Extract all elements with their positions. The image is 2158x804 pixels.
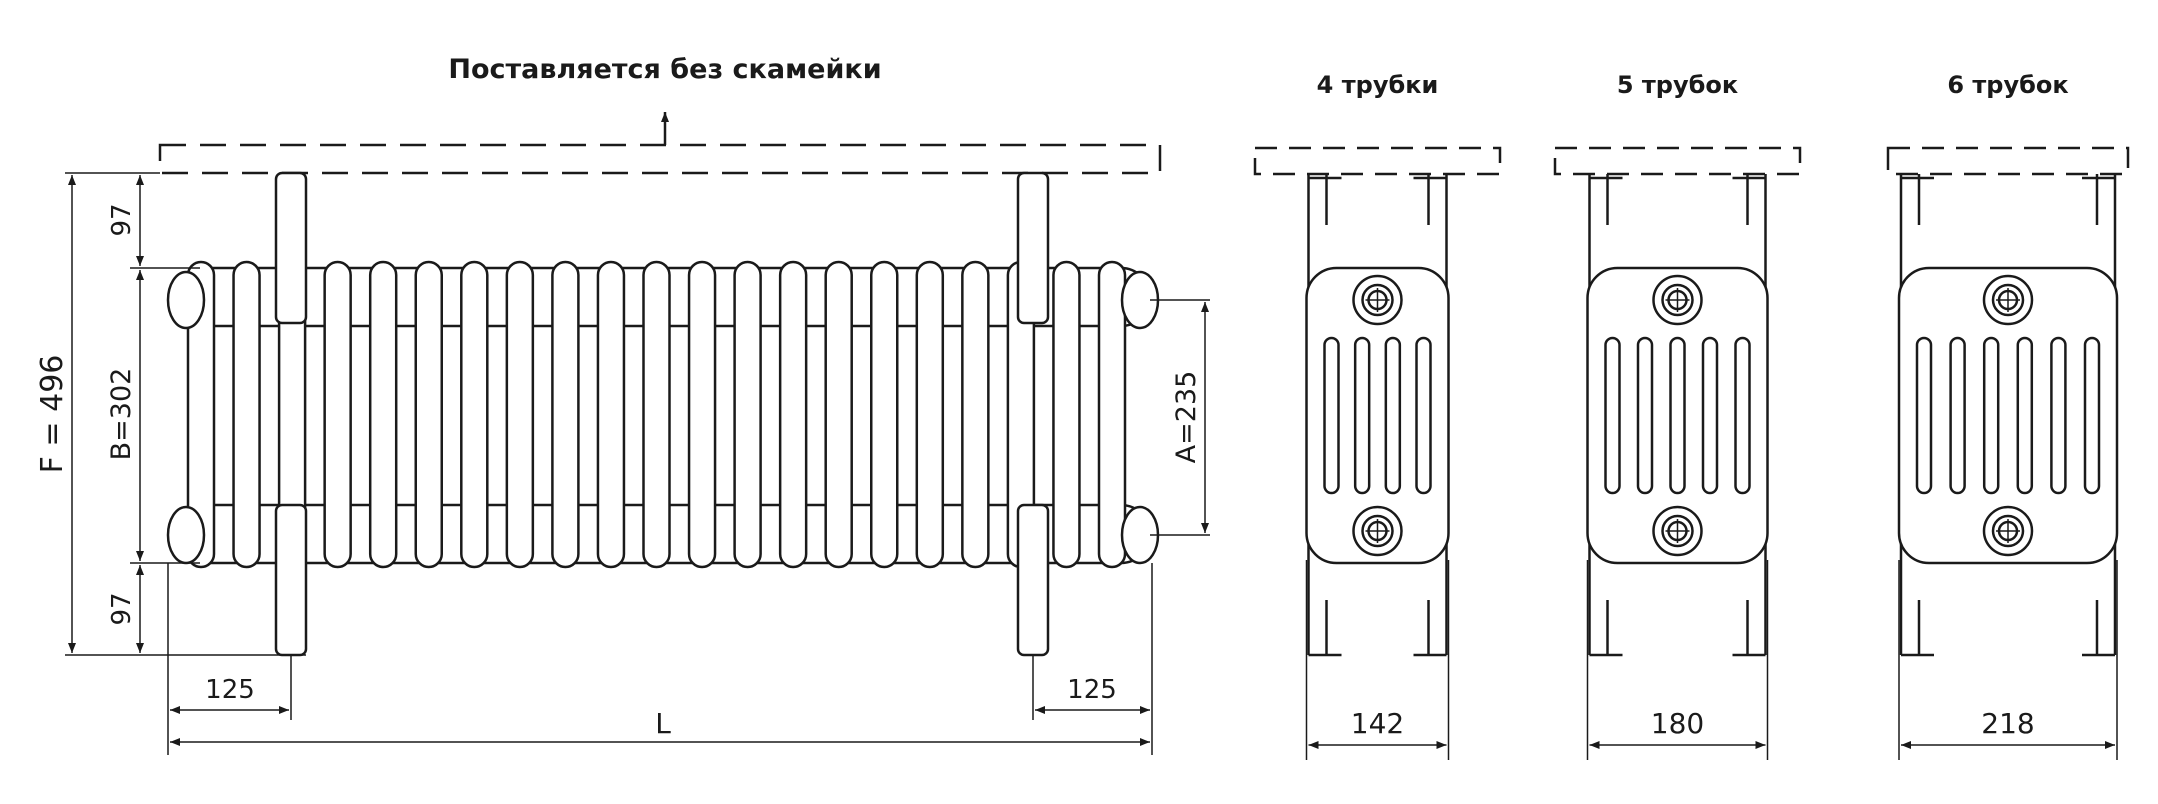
radiator-section [642, 260, 671, 569]
tube-slot [1604, 336, 1621, 495]
dim-A-label: A=235 [1171, 371, 1202, 464]
left-leg-lower [274, 503, 308, 657]
left-bottom-cap [166, 505, 206, 565]
radiator-section [1097, 260, 1127, 569]
tube-slot [1353, 336, 1371, 495]
radiator-body [1586, 266, 1769, 565]
side-view-5: 5 трубок 180 [1553, 71, 1802, 760]
radiator-section [505, 260, 535, 569]
radiator-section [368, 260, 398, 569]
radiator-section [232, 260, 261, 569]
tube-slot [2016, 336, 2034, 495]
tube-slot [1949, 336, 1966, 495]
radiator-section [1052, 260, 1081, 569]
radiator-section [460, 260, 489, 569]
radiator-section [961, 260, 990, 569]
side-view-4: 4 трубки 142 [1253, 71, 1502, 760]
bench-outline [158, 143, 1162, 175]
side-views: 4 трубки 142 5 трубок 180 6 трубок 218 [1253, 71, 2130, 760]
width-dim-label: 142 [1351, 707, 1404, 740]
dim-top-97-label: 97 [107, 203, 137, 236]
tube-slot [2050, 336, 2067, 495]
tube-slot [2083, 336, 2101, 495]
dim-bottom-97-label: 97 [107, 592, 137, 625]
radiator-section [733, 260, 762, 569]
side-view-6: 6 трубок 218 [1886, 71, 2130, 760]
tube-slot [1636, 336, 1654, 495]
bench-outline [1253, 146, 1502, 176]
right-leg-lower [1016, 503, 1050, 657]
radiator-body [1305, 266, 1450, 565]
front-view [65, 112, 1210, 755]
tube-slot [1701, 336, 1719, 495]
tube-slot [1323, 336, 1340, 495]
side-view-title: 4 трубки [1317, 71, 1439, 99]
radiator-sections [186, 260, 1127, 569]
radiator-section [915, 260, 945, 569]
dim-L-label: L [655, 707, 671, 740]
left-top-cap [166, 270, 206, 330]
radiator-section [186, 260, 216, 569]
bench-note: Поставляется без скамейки [448, 54, 881, 85]
bench-outline [1553, 146, 1802, 176]
radiator-section [778, 260, 808, 569]
tube-slot [1669, 336, 1686, 495]
tube-slot [1734, 336, 1751, 495]
bench-outline [1886, 146, 2130, 176]
dim-left-125-label: 125 [205, 675, 255, 705]
radiator-section [551, 260, 580, 569]
radiator-section [596, 260, 626, 569]
dim-right-125-label: 125 [1067, 675, 1117, 705]
tube-slot [1915, 336, 1933, 495]
left-leg-upper [274, 171, 308, 325]
radiator-section [687, 260, 717, 569]
side-view-title: 6 трубок [1947, 71, 2068, 99]
width-dim-label: 180 [1651, 707, 1704, 740]
dim-F-label: F = 496 [35, 355, 70, 474]
radiator-section [414, 260, 443, 569]
radiator-section [870, 260, 899, 569]
tube-slot [1982, 336, 2000, 495]
radiator-section [323, 260, 352, 569]
radiator-section [824, 260, 853, 569]
radiator-body [1897, 266, 2119, 565]
width-dim-label: 218 [1981, 707, 2034, 740]
tube-slot [1384, 336, 1402, 495]
tube-slot [1415, 336, 1432, 495]
right-leg-upper [1016, 171, 1050, 325]
dim-B-label: B=302 [106, 368, 137, 461]
side-view-title: 5 трубок [1617, 71, 1738, 99]
